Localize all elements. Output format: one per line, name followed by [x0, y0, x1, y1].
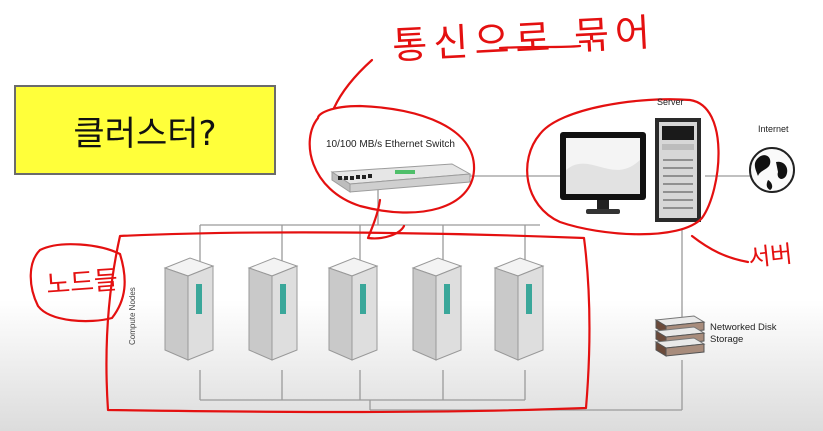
left-note-circle	[29, 243, 126, 323]
page-title: 클러스터?	[14, 85, 276, 175]
server-arrow	[690, 234, 750, 264]
handwritten-annotations	[29, 44, 750, 414]
nodes-rectangle	[105, 231, 591, 414]
monitor-icon	[560, 132, 646, 214]
internet-label: Internet	[758, 124, 789, 134]
annotation-left-text: 노드들	[45, 265, 119, 301]
compute-node-icon	[411, 257, 463, 361]
disk-storage-icon	[654, 315, 706, 357]
switch-circle	[308, 104, 476, 214]
annotation-right-text: 서버	[746, 239, 794, 273]
storage-label: Networked Disk Storage	[710, 322, 777, 345]
compute-node-icon	[493, 257, 545, 361]
compute-node-icon	[163, 257, 215, 361]
compute-node-icon	[327, 257, 379, 361]
annotation-arrow-top	[332, 58, 374, 110]
ethernet-switch-icon	[330, 163, 472, 193]
switch-label: 10/100 MB/s Ethernet Switch	[326, 139, 455, 150]
compute-node-icon	[247, 257, 299, 361]
top-underline	[498, 44, 582, 50]
server-label: Server	[657, 97, 684, 107]
server-circle	[526, 98, 720, 236]
globe-icon	[749, 147, 795, 193]
tower-server-icon	[655, 118, 701, 222]
compute-nodes-label: Compute Nodes	[128, 287, 137, 345]
